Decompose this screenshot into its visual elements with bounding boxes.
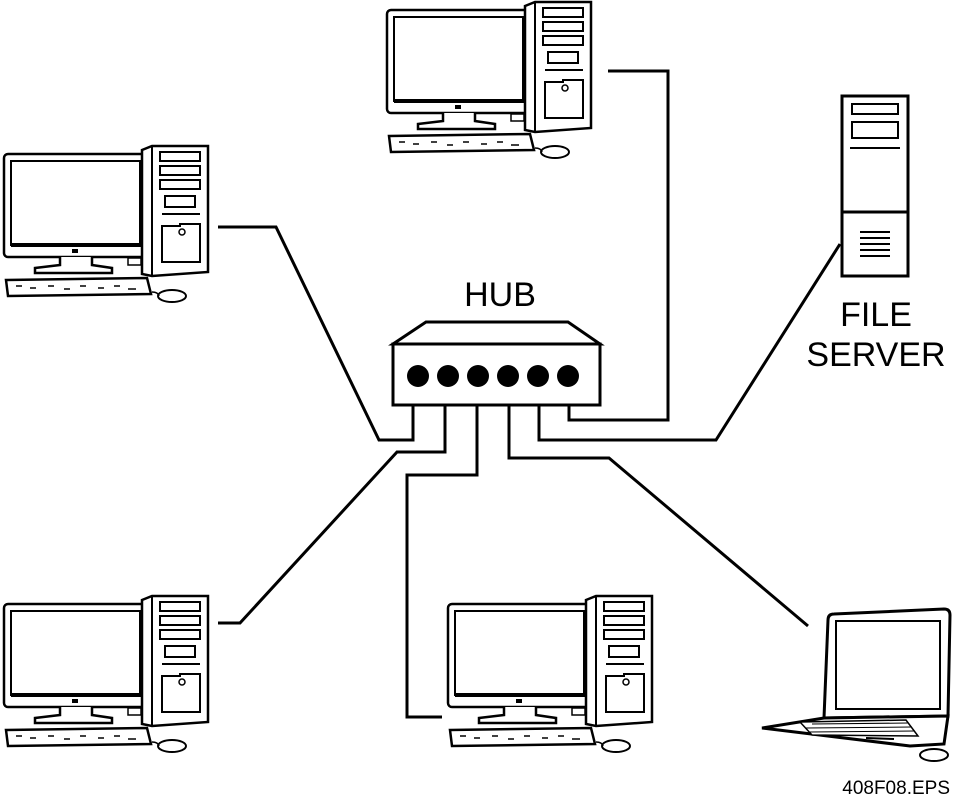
hub-top-face — [388, 320, 605, 346]
pc-upper-left-icon — [2, 144, 210, 304]
hub-port-3 — [467, 365, 489, 387]
file-server-label-line1: FILE — [840, 296, 912, 334]
hub-label: HUB — [464, 276, 536, 314]
pc-top-icon — [385, 0, 593, 160]
pc-lower-left-icon — [2, 594, 210, 754]
laptop-icon — [761, 607, 952, 762]
cable-to-laptop — [507, 395, 809, 628]
cable-to-pc-bottom-center — [405, 395, 479, 719]
cable-to-pc-upper-left — [218, 225, 415, 442]
hub — [388, 320, 605, 407]
cable-to-pc-lower-left — [218, 395, 447, 625]
hub-port-2 — [437, 365, 459, 387]
pc-bottom-center-icon — [446, 594, 654, 754]
hub-port-4 — [497, 365, 519, 387]
hub-port-6 — [557, 365, 579, 387]
hub-port-5 — [527, 365, 549, 387]
file-server-label-line2: SERVER — [806, 336, 945, 374]
network-cables — [218, 69, 842, 719]
cable-to-file-server — [537, 243, 842, 442]
cable-to-pc-top — [567, 69, 670, 422]
hub-port-1 — [407, 365, 429, 387]
file-server-icon — [840, 94, 910, 278]
figure-id-label: 408F08.EPS — [842, 778, 950, 799]
